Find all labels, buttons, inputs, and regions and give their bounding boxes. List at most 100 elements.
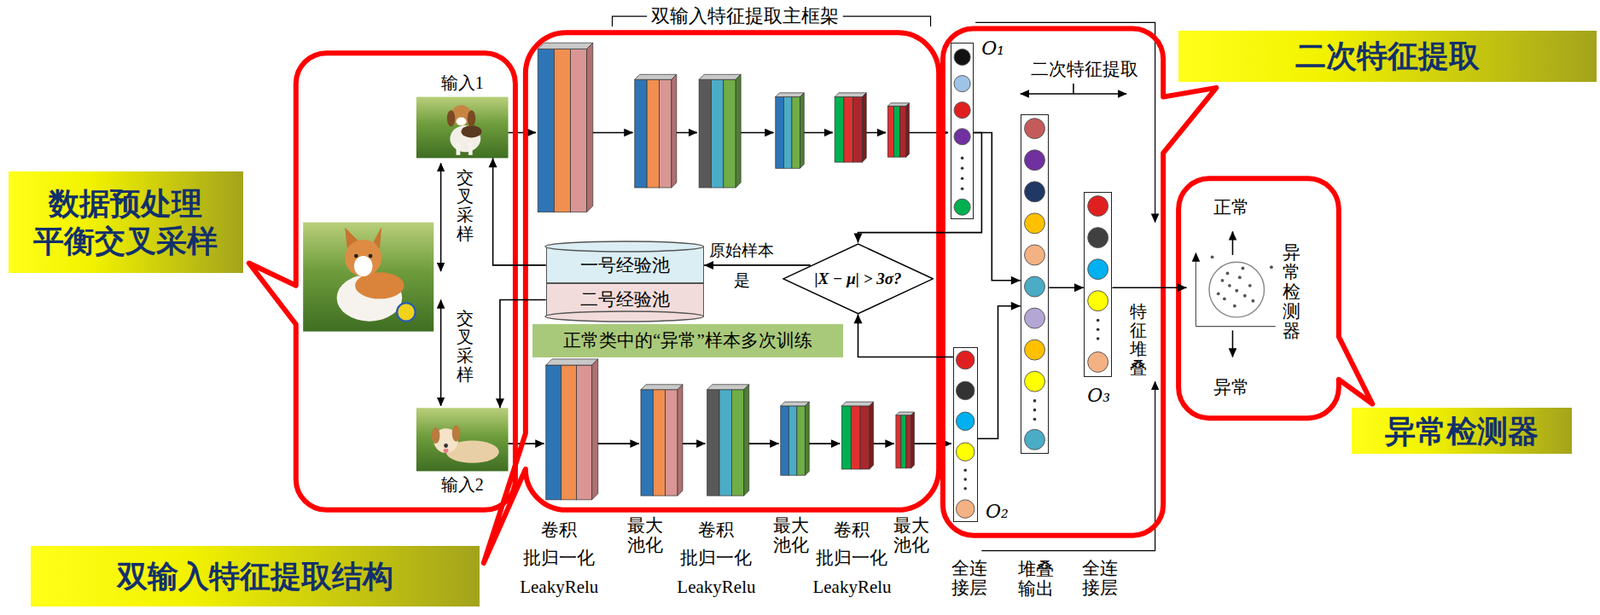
cnn-slab [860, 406, 870, 470]
box-text: 二号经验池 [580, 289, 670, 310]
cnn-slab [843, 97, 854, 163]
callout-box: 二次特征提取 [1178, 30, 1597, 82]
connector-line [858, 133, 983, 244]
highlight-outline [483, 32, 939, 564]
ellipsis-dot [963, 477, 967, 482]
flow-arrow [887, 442, 894, 445]
node-label: 输入1 [441, 73, 484, 94]
arrowhead [495, 398, 505, 408]
ball [396, 302, 416, 322]
cnn-slab [887, 105, 894, 158]
node-label: 输入2 [441, 475, 484, 495]
photo-ground [416, 407, 509, 472]
arrowhead [488, 157, 498, 168]
flow-label: 是 [733, 271, 751, 291]
neuron [955, 412, 975, 431]
decision-text: |X − μ| > 3σ? [814, 269, 902, 289]
sample-dot [1241, 267, 1246, 271]
cnn-slab [783, 97, 792, 169]
layer-label: 最大池化 [773, 516, 809, 556]
layer-label: 卷积 [541, 519, 577, 541]
experience-pool: 二号经验池 [546, 283, 704, 316]
callout-text: 数据预处理 平衡交叉采样 [31, 185, 220, 259]
cnn-slab [576, 365, 593, 501]
neuron [954, 48, 971, 65]
flow-arrow [691, 132, 698, 134]
flow-arrow [944, 442, 951, 445]
cnn-slab [780, 406, 790, 476]
cnn-slab [646, 79, 659, 188]
neuron [955, 381, 975, 401]
flow-arrow [537, 442, 544, 445]
cnn-slab [546, 365, 562, 501]
arrowhead [853, 233, 862, 244]
flow-arrow [772, 442, 779, 445]
node-label: O₂ [985, 500, 1009, 523]
dog-ear [447, 110, 456, 127]
layer-label: 批归一化 [680, 547, 752, 569]
dog-leg [456, 142, 461, 155]
cnn-top [634, 74, 677, 80]
sample-dot [1221, 279, 1225, 283]
pool-cap-ellipse [545, 241, 704, 252]
span-tick [1072, 83, 1075, 94]
callout-box: 异常检测器 [1351, 407, 1571, 454]
neuron [1024, 276, 1046, 297]
flow-arrow [529, 132, 536, 134]
pool-cap [545, 310, 704, 323]
neuron [1024, 150, 1046, 171]
node-label: O₃ [1087, 384, 1111, 407]
sample-dot [1234, 289, 1239, 293]
connector-line [973, 133, 1021, 281]
cnn-slab [788, 406, 798, 476]
dog-ear [431, 427, 441, 444]
cross-sampling-arrow [440, 300, 443, 407]
neuron [954, 198, 971, 216]
cnn-slab [640, 389, 653, 496]
layer-label: 批归一化 [815, 547, 888, 569]
arrowhead [1011, 276, 1021, 286]
cnn-slab [901, 415, 907, 469]
anomaly-arrow [1232, 330, 1234, 357]
highlight-outline [942, 28, 1216, 536]
fc-layer: O₂ [953, 347, 978, 524]
connector [973, 133, 1021, 286]
cnn-slab [665, 389, 678, 496]
cnn-side [906, 103, 910, 158]
connector-line [1111, 286, 1187, 289]
neuron [1088, 227, 1109, 249]
highlight-outline [1178, 178, 1373, 419]
cnn-slab [834, 97, 844, 163]
dog-muzzle [456, 117, 467, 127]
connector-line [858, 314, 954, 357]
cnn-slab [634, 79, 647, 188]
cnn-top [775, 93, 804, 98]
callout-box: 双输入特征提取结构 [30, 546, 480, 608]
cnn-top [707, 384, 750, 390]
cnn-side [800, 93, 805, 169]
cnn-top [546, 359, 599, 366]
section-heading: 双输入特征提取主框架 [651, 5, 839, 27]
sample-dot [1222, 296, 1227, 301]
callout-text: 异常检测器 [1384, 413, 1539, 449]
flow-arrow [879, 132, 886, 134]
process-label: 交叉采样 [456, 308, 474, 384]
cnn-slab [894, 105, 901, 158]
callout-text: 二次特征提取 [1295, 38, 1480, 74]
neuron [955, 442, 975, 462]
arrowhead [853, 314, 862, 324]
diamond-outline [783, 244, 933, 315]
callout-box: 数据预处理 平衡交叉采样 [8, 171, 244, 274]
outlier-dot [1210, 255, 1215, 259]
cnn-side [861, 93, 867, 163]
node-label: 正常 [1213, 197, 1250, 218]
sample-dot [1227, 284, 1232, 288]
connector-line [493, 157, 547, 266]
ellipsis-dot [1096, 319, 1100, 323]
layer-label: LeakyRelu [676, 576, 756, 598]
photo-ground [416, 97, 509, 159]
neuron [1024, 213, 1046, 234]
cnn-slab [707, 389, 720, 496]
cnn-slab [797, 406, 806, 476]
